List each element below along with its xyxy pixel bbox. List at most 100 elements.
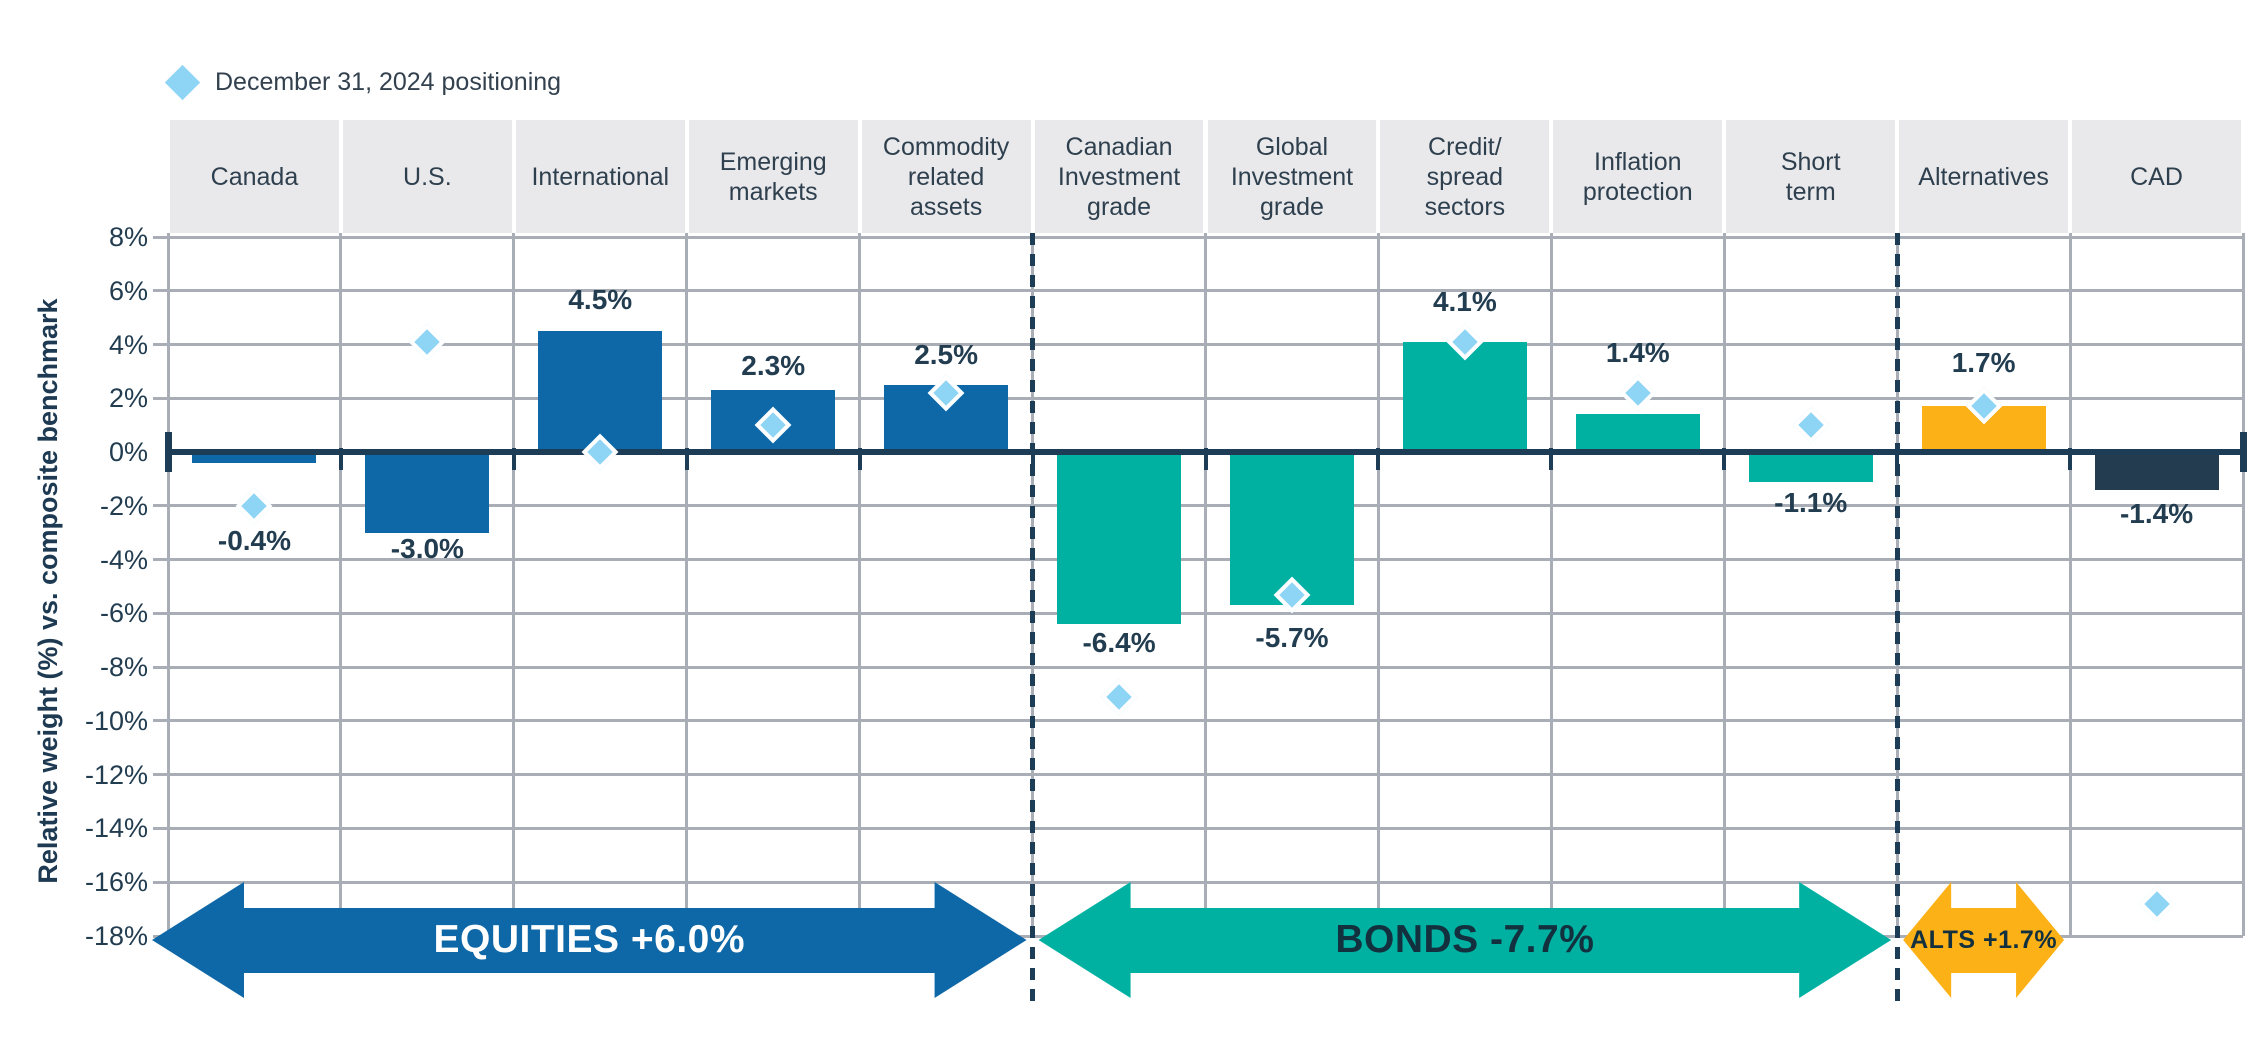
zero-axis-end-tick: [2239, 432, 2247, 473]
bar: [1057, 452, 1182, 625]
column-separator: [858, 233, 862, 936]
y-axis-tick: [153, 665, 168, 669]
column-header: International: [515, 120, 685, 233]
zero-axis-tick: [1376, 448, 1381, 471]
y-axis-tick: [153, 773, 168, 777]
positioning-diamond-icon: [236, 487, 273, 525]
column-header-line: spread: [1426, 162, 1504, 191]
y-axis-tick-label: 8%: [108, 222, 148, 252]
column-header-line: related: [907, 162, 985, 191]
bar: [192, 452, 317, 463]
y-axis-tick-label: -8%: [99, 652, 148, 683]
column-header-line: CAD: [2130, 162, 2183, 191]
zero-axis-tick: [1722, 448, 1727, 471]
column-separator: [1376, 233, 1380, 936]
y-axis-tick-label: -14%: [84, 813, 148, 844]
column-header: U.S.: [342, 120, 512, 233]
y-axis-tick: [153, 289, 168, 293]
zero-axis-tick: [857, 448, 862, 471]
y-axis-tick: [153, 719, 168, 723]
zero-axis-tick: [338, 448, 343, 471]
column-header-line: Short: [1780, 147, 1841, 176]
column-header-line: Global: [1255, 132, 1329, 161]
zero-axis-end-tick: [164, 432, 172, 473]
section-divider-dashed: [1894, 233, 1900, 1003]
zero-axis-tick: [1549, 448, 1554, 471]
y-axis-tick-label: 0%: [108, 437, 148, 468]
positioning-diamond-icon: [1100, 678, 1138, 716]
zero-axis-tick: [1030, 448, 1035, 471]
y-axis-tick-label: -18%: [84, 921, 148, 951]
bar-value-label: -1.4%: [2119, 497, 2194, 529]
zero-axis-tick: [1203, 448, 1208, 471]
positioning-diamond-icon: [1619, 374, 1657, 412]
column-separator: [2241, 233, 2245, 936]
column-header-line: Emerging: [719, 147, 827, 176]
zero-axis-tick: [1895, 448, 1900, 471]
group-arrow-equities: EQUITIES +6.0%: [152, 882, 1027, 998]
positioning-diamond-icon: [2138, 885, 2175, 923]
group-arrow-label: BONDS -7.7%: [1335, 918, 1595, 961]
column-header: CAD: [2072, 120, 2241, 233]
column-header-line: Alternatives: [1918, 162, 2049, 191]
bar-value-label: 2.3%: [741, 350, 806, 382]
column-header-line: Commodity: [882, 132, 1010, 161]
y-axis-tick-label: -2%: [99, 490, 148, 521]
y-axis-tick-label: 2%: [108, 383, 148, 414]
column-header-line: International: [531, 162, 670, 191]
y-axis-tick: [153, 880, 168, 884]
y-axis-tick-label: -16%: [84, 867, 148, 898]
column-header-line: markets: [728, 177, 818, 206]
y-axis-tick-label: -12%: [84, 759, 148, 790]
column-header-line: Canadian: [1065, 132, 1173, 161]
group-arrow-label: ALTS +1.7%: [1910, 925, 2058, 954]
bar: [1748, 452, 1873, 482]
group-arrow-alts: ALTS +1.7%: [1903, 882, 2064, 998]
bar-value-label: 1.4%: [1605, 336, 1670, 368]
bar-value-label: -6.4%: [1082, 626, 1156, 658]
column-separator: [1549, 233, 1553, 936]
column-header-line: grade: [1087, 192, 1151, 221]
column-header-line: sectors: [1424, 192, 1506, 221]
legend-label: December 31, 2024 positioning: [215, 68, 562, 96]
y-axis-tick-label: 6%: [108, 275, 148, 306]
group-arrow-bonds: BONDS -7.7%: [1038, 882, 1891, 998]
column-separator: [1722, 233, 1726, 936]
bar: [2094, 452, 2219, 490]
y-axis-tick: [153, 343, 168, 347]
legend: December 31, 2024 positioning: [164, 64, 562, 101]
column-header-line: Canada: [210, 162, 299, 191]
positioning-diamond-icon: [1792, 406, 1830, 444]
bar-value-label: -3.0%: [390, 532, 464, 564]
column-header-line: Investment: [1230, 162, 1354, 191]
column-header: Alternatives: [1899, 120, 2069, 233]
bar-value-label: 1.7%: [1951, 347, 2016, 379]
y-axis-tick-label: -6%: [99, 598, 148, 629]
y-axis-tick: [153, 504, 168, 508]
column-separator: [2068, 233, 2072, 936]
bar: [365, 452, 490, 533]
y-axis-tick-label: -10%: [84, 705, 148, 736]
section-divider-dashed: [1030, 233, 1036, 1003]
zero-axis-tick: [511, 448, 516, 471]
column-separator: [685, 233, 689, 936]
zero-axis-tick: [2068, 448, 2073, 471]
y-axis-tick: [153, 235, 168, 239]
column-header-line: assets: [909, 192, 983, 221]
column-header-line: Investment: [1057, 162, 1181, 191]
y-axis-tick: [153, 558, 168, 562]
column-separator: [1204, 233, 1207, 936]
column-separator: [512, 233, 516, 936]
zero-axis-tick: [684, 448, 689, 471]
column-header-line: grade: [1259, 192, 1324, 221]
y-axis-tick-label: 4%: [108, 329, 148, 360]
